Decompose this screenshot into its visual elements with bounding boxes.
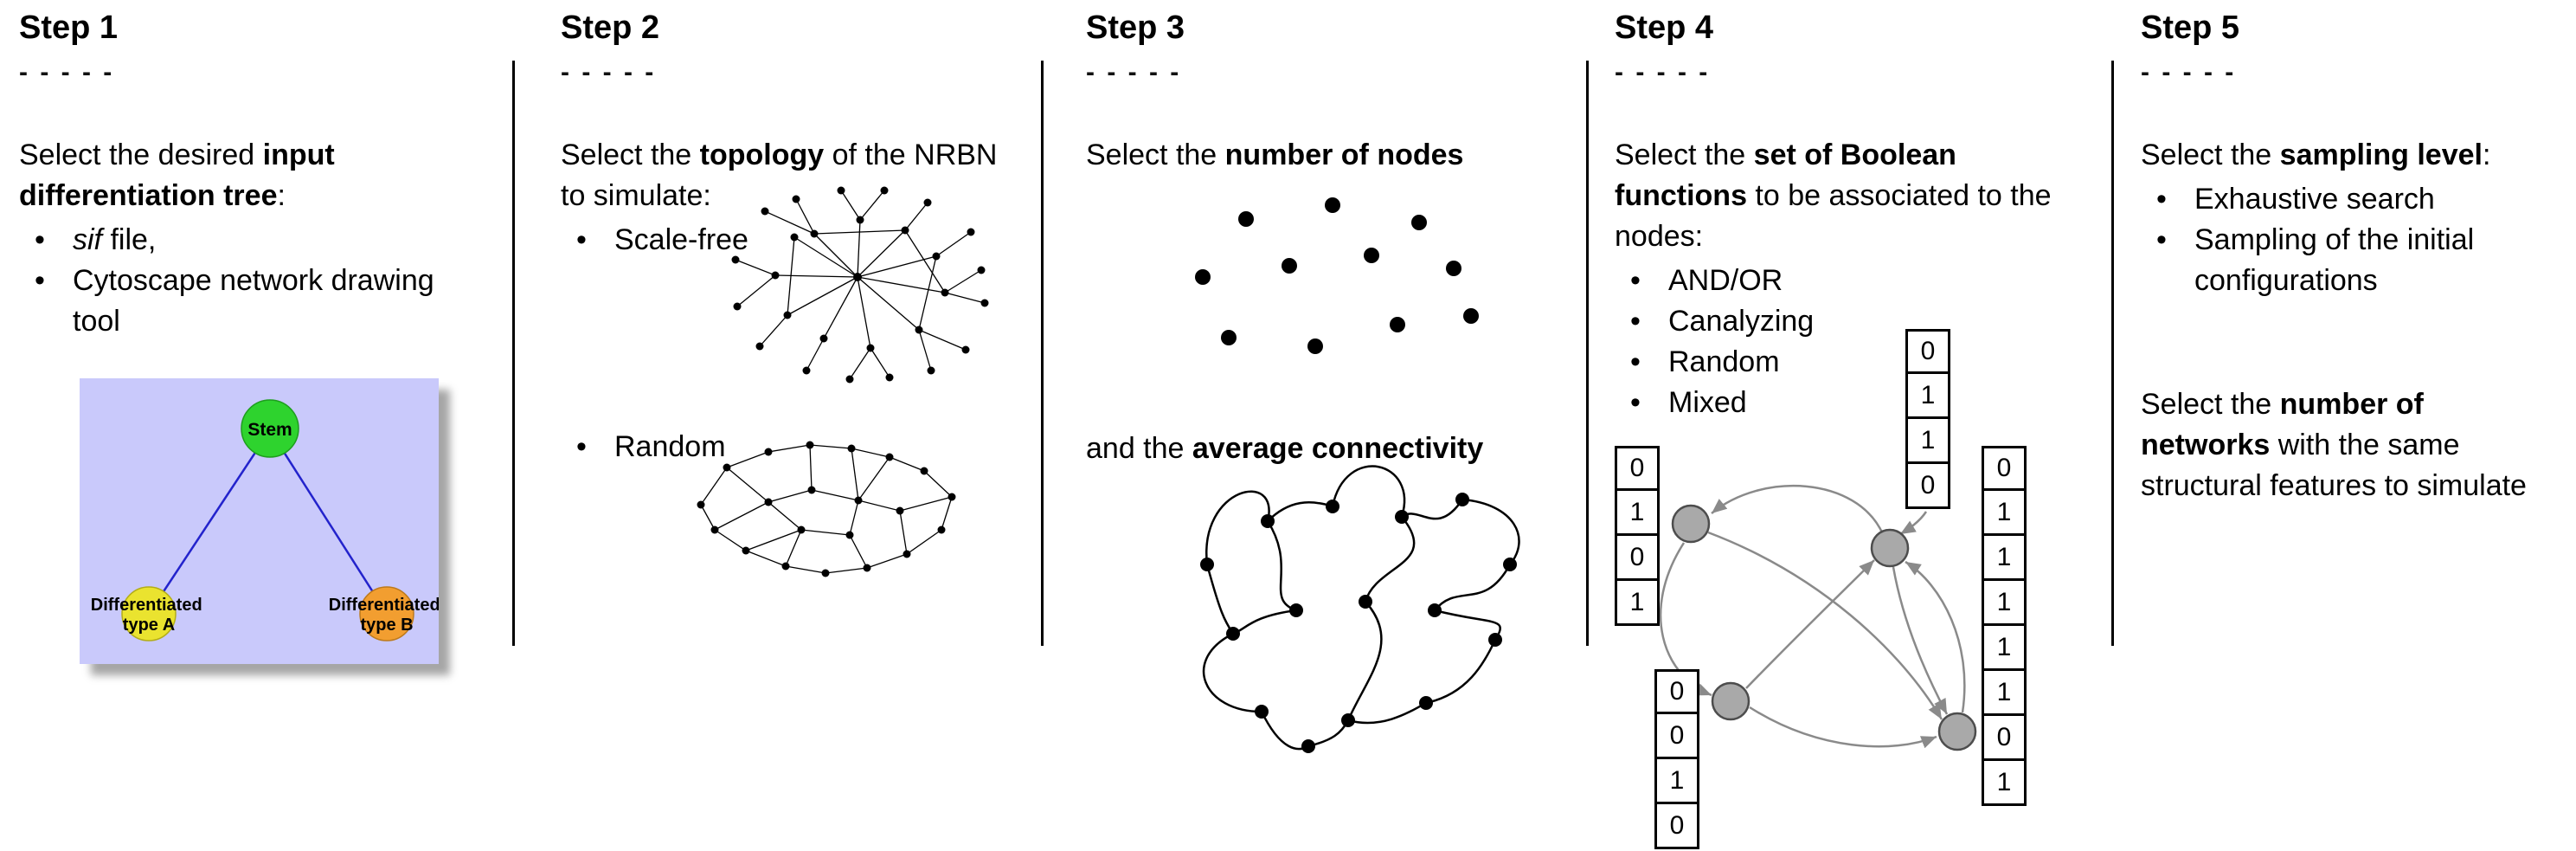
step5-title: Step 5 <box>2141 10 2240 46</box>
column-divider-3 <box>1586 61 1589 646</box>
step3-dashes: - - - - - <box>1086 58 1182 87</box>
step4-bullet-and-or: AND/OR <box>1615 261 2095 301</box>
scale-free-edges <box>735 190 986 380</box>
step4-bullet-list: AND/OR Canalyzing Random Mixed <box>1615 261 2095 423</box>
step1-bullet-cytoscape: Cytoscape network drawing tool <box>19 261 434 342</box>
step5-bullet-list: Exhaustive search Sampling of the initia… <box>2141 179 2549 301</box>
truth-table-cell: 0 <box>1905 329 1950 374</box>
step4-bullet-canalyzing: Canalyzing <box>1615 301 2095 342</box>
step2-title: Step 2 <box>561 10 660 46</box>
step1-dashes: - - - - - <box>19 58 115 87</box>
truth-table-top: 0 1 1 0 <box>1905 329 1950 509</box>
step2-bullet-list: Scale-free Random <box>561 220 1019 467</box>
truth-table-cell: 1 <box>1654 759 1699 804</box>
boolean-network-graphic <box>1659 485 1977 751</box>
step4-intro-text: Select the set of Boolean functions to b… <box>1615 139 2052 253</box>
step1-column: Step 1 - - - - - Select the desired inpu… <box>19 0 439 851</box>
boolean-network-diagram: 0 1 1 0 0 1 0 1 0 0 1 0 0 1 1 1 <box>1615 325 2065 851</box>
truth-table-cell: 0 <box>1654 714 1699 759</box>
step5-bullet-sampling: Sampling of the initial configurations <box>2141 220 2549 301</box>
gene-node-3 <box>1711 681 1751 721</box>
truth-table-right: 0 1 1 1 1 1 0 1 <box>1982 446 2027 806</box>
nodes-dots-graphic <box>1195 197 1479 354</box>
differentiated-type-a-node: Differentiated type A <box>91 586 207 641</box>
truth-table-cell: 0 <box>1615 446 1660 491</box>
truth-table-bottom-left: 0 0 1 0 <box>1654 669 1699 849</box>
step3-connectivity-text: and the average connectivity <box>1086 432 1484 465</box>
step4-dashes: - - - - - <box>1615 58 1711 87</box>
truth-table-cell: 0 <box>1905 464 1950 509</box>
step4-bullet-mixed: Mixed <box>1615 383 2095 423</box>
step2-intro-text: Select the topology of the NRBN to simul… <box>561 139 998 212</box>
gene-node-2 <box>1870 528 1910 568</box>
truth-table-cell: 1 <box>1982 671 2027 716</box>
column-divider-1 <box>512 61 515 646</box>
step5-intro-text: Select the sampling level: <box>2141 139 2491 171</box>
step1-bullet-list: sif file, Cytoscape network drawing tool <box>19 220 434 342</box>
connectivity-nodes <box>1200 493 1517 753</box>
step1-intro-text: Select the desired input differentiation… <box>19 139 335 212</box>
stem-node: Stem <box>241 399 299 458</box>
tree-edges <box>147 429 389 615</box>
random-nodes <box>697 441 956 577</box>
step4-title: Step 4 <box>1615 10 1714 46</box>
differentiated-type-b-node: Differentiated type B <box>329 586 439 641</box>
stem-node-label: Stem <box>247 420 292 440</box>
step4-bullet-random: Random <box>1615 342 2095 383</box>
column-divider-2 <box>1041 61 1044 646</box>
step1-title: Step 1 <box>19 10 119 46</box>
gene-node-4 <box>1937 712 1977 751</box>
truth-table-cell: 0 <box>1654 804 1699 849</box>
truth-table-cell: 1 <box>1982 761 2027 806</box>
truth-table-cell: 1 <box>1905 374 1950 419</box>
scale-free-nodes <box>731 186 989 384</box>
step5-column: Step 5 - - - - - Select the sampling lev… <box>2141 0 2549 851</box>
truth-table-cell: 1 <box>1982 581 2027 626</box>
step2-column: Step 2 - - - - - Select the topology of … <box>561 0 1019 851</box>
boolean-network-edges <box>1659 485 1966 749</box>
random-network-graphic <box>697 441 956 577</box>
step2-dashes: - - - - - <box>561 58 657 87</box>
step2-bullet-scale-free: Scale-free <box>561 220 1019 261</box>
truth-table-cell: 0 <box>1615 536 1660 581</box>
step5-bullet-exhaustive: Exhaustive search <box>2141 179 2549 220</box>
type-a-node-label: Differentiated type A <box>91 596 207 635</box>
differentiation-tree-graphic: Stem Differentiated type A Differentiate… <box>80 378 439 664</box>
step3-intro-text: Select the number of nodes <box>1086 139 1464 171</box>
connectivity-network-graphic <box>1200 465 1520 753</box>
step5-networks-text: Select the number of networks with the s… <box>2141 388 2527 502</box>
truth-table-left: 0 1 0 1 <box>1615 446 1660 626</box>
step5-dashes: - - - - - <box>2141 58 2237 87</box>
step1-bullet-sif-file: sif file, <box>19 220 434 261</box>
truth-table-cell: 1 <box>1615 491 1660 536</box>
step3-title: Step 3 <box>1086 10 1185 46</box>
differentiation-tree-image: Stem Differentiated type A Differentiate… <box>80 378 439 664</box>
truth-table-cell: 1 <box>1982 536 2027 581</box>
truth-table-cell: 0 <box>1982 716 2027 761</box>
column-divider-4 <box>2111 61 2114 646</box>
truth-table-cell: 1 <box>1905 419 1950 464</box>
gene-node-1 <box>1671 504 1711 544</box>
step3-column: Step 3 - - - - - Select the number of no… <box>1086 0 1566 851</box>
truth-table-cell: 1 <box>1982 626 2027 671</box>
boolean-network-nodes <box>1671 504 1977 751</box>
truth-table-cell: 0 <box>1982 446 2027 491</box>
truth-table-cell: 1 <box>1982 491 2027 536</box>
dots <box>1195 197 1479 354</box>
random-edges <box>700 444 953 574</box>
connectivity-edges <box>1202 465 1520 751</box>
scale-free-network-graphic <box>731 186 989 384</box>
type-b-node-label: Differentiated type B <box>329 596 439 635</box>
truth-table-cell: 0 <box>1654 669 1699 714</box>
truth-table-cell: 1 <box>1615 581 1660 626</box>
step2-bullet-random: Random <box>561 427 1019 467</box>
step4-column: Step 4 - - - - - Select the set of Boole… <box>1615 0 2095 851</box>
